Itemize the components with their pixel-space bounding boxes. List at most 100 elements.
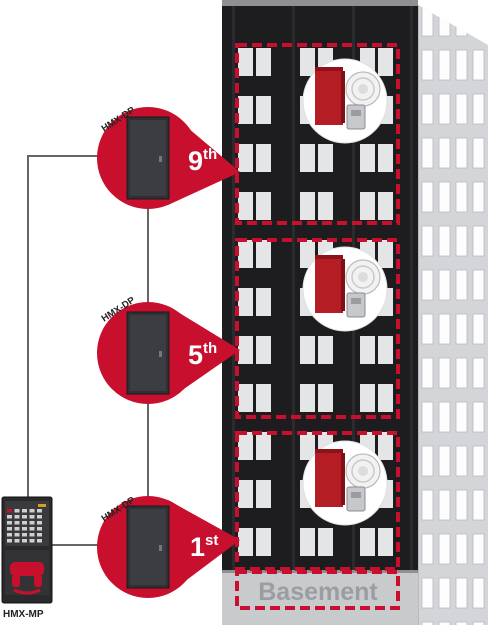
call-station-grille xyxy=(351,298,361,304)
speaker-center xyxy=(358,466,368,476)
speaker-ring xyxy=(351,459,375,483)
window xyxy=(378,336,393,364)
window xyxy=(318,336,333,364)
mp-button xyxy=(29,539,35,543)
window xyxy=(238,288,253,316)
speaker-center xyxy=(358,272,368,282)
window xyxy=(360,144,375,172)
mp-button xyxy=(22,509,27,513)
panel-pin-1st xyxy=(97,496,240,598)
window xyxy=(360,528,375,556)
phone-handset-icon xyxy=(10,562,44,595)
mp-button xyxy=(22,521,27,525)
mp-button xyxy=(37,533,42,537)
window xyxy=(238,48,253,76)
floor-highlight-basement xyxy=(235,570,400,610)
mullion xyxy=(292,6,295,570)
mp-button xyxy=(29,521,35,525)
mp-button xyxy=(14,539,20,543)
panel-pin-9th xyxy=(97,107,240,209)
floor-highlights xyxy=(235,43,400,610)
red-cabinet-icon xyxy=(315,449,343,507)
wiring xyxy=(27,155,149,546)
dp-cabinet-handle xyxy=(159,351,162,357)
equipment-badge-1st xyxy=(302,440,388,526)
mp-button xyxy=(29,527,35,531)
window xyxy=(238,336,253,364)
floor-number-5th: 5th xyxy=(188,340,217,370)
window xyxy=(238,528,253,556)
window xyxy=(238,432,253,460)
mp-button xyxy=(22,533,27,537)
cabinet-side xyxy=(341,453,345,505)
window xyxy=(256,336,271,364)
equipment-badge-5th xyxy=(302,246,388,332)
window xyxy=(238,240,253,268)
mp-button xyxy=(22,539,27,543)
window xyxy=(300,336,315,364)
cabinet-top xyxy=(315,67,343,71)
red-cabinet-icon xyxy=(315,255,343,313)
window xyxy=(256,528,271,556)
window xyxy=(256,96,271,124)
window xyxy=(378,240,393,268)
mp-button xyxy=(37,521,42,525)
window xyxy=(256,144,271,172)
floor-highlight-1st xyxy=(235,431,400,571)
mp-button xyxy=(7,509,12,513)
window xyxy=(318,192,333,220)
floor-highlight-5th xyxy=(235,238,400,419)
mullion xyxy=(410,6,413,570)
cabinet-side xyxy=(341,71,345,123)
window xyxy=(238,384,253,412)
window xyxy=(300,192,315,220)
window xyxy=(318,528,333,556)
floor-highlight-9th xyxy=(235,43,400,225)
mullion xyxy=(232,6,235,570)
mp-button xyxy=(7,521,12,525)
mp-button xyxy=(7,539,12,543)
mp-button xyxy=(14,527,20,531)
speaker-ring xyxy=(351,265,375,289)
window xyxy=(360,384,375,412)
mp-button xyxy=(37,527,42,531)
window xyxy=(300,144,315,172)
equipment-badge-9th xyxy=(302,58,388,144)
window xyxy=(300,432,315,460)
basement-label: Basement xyxy=(258,578,378,606)
window xyxy=(378,384,393,412)
mp-button xyxy=(37,515,42,519)
window xyxy=(238,144,253,172)
mp-button xyxy=(7,533,12,537)
mp-button xyxy=(29,509,35,513)
window xyxy=(378,192,393,220)
mp-button xyxy=(37,539,42,543)
window xyxy=(360,192,375,220)
mp-button xyxy=(14,521,20,525)
floor-number-9th: 9th xyxy=(188,146,217,176)
window xyxy=(378,144,393,172)
window xyxy=(256,432,271,460)
mp-button xyxy=(14,515,20,519)
master-panel-label: HMX-MP xyxy=(3,609,44,620)
dp-cabinet-handle xyxy=(159,156,162,162)
call-station-icon xyxy=(346,104,366,130)
mp-button xyxy=(22,527,27,531)
building-side xyxy=(417,5,488,625)
mp-button xyxy=(29,533,35,537)
mp-button xyxy=(7,527,12,531)
window xyxy=(238,96,253,124)
window xyxy=(238,480,253,508)
window xyxy=(360,336,375,364)
window xyxy=(256,288,271,316)
window xyxy=(318,144,333,172)
red-cabinet-icon xyxy=(315,67,343,125)
cabinet-top xyxy=(315,255,343,259)
mp-button xyxy=(37,509,42,513)
call-station-icon xyxy=(346,292,366,318)
window xyxy=(238,192,253,220)
window xyxy=(300,528,315,556)
window xyxy=(318,384,333,412)
window xyxy=(256,192,271,220)
